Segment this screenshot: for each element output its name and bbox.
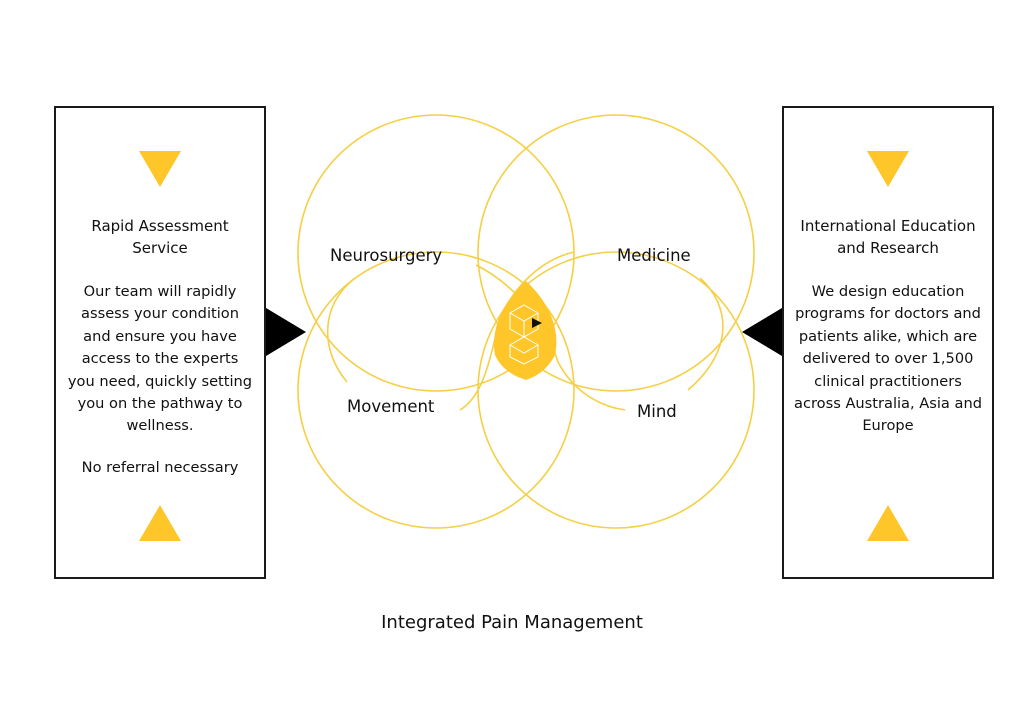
triangle-down-icon [139, 151, 181, 187]
triangle-up-icon [867, 505, 909, 541]
center-lens-shape [494, 281, 557, 380]
panel-description: Our team will rapidly assess your condit… [67, 283, 253, 435]
triangle-down-icon [867, 151, 909, 187]
logo-pointer-icon [532, 318, 542, 328]
left-pointer-triangle-icon [266, 308, 306, 356]
medicine-circle [477, 114, 755, 392]
logo-mark-icon [509, 304, 539, 365]
rapid-assessment-panel: Rapid Assessment Service Our team will r… [54, 106, 266, 579]
label-mind: Mind [637, 402, 677, 421]
diagram-caption: Integrated Pain Management [381, 612, 643, 633]
label-neurosurgery: Neurosurgery [330, 246, 442, 265]
panel-title: Rapid Assessment Service [91, 217, 229, 257]
right-pointer-triangle-icon [742, 308, 782, 356]
panel-title: International Education and Research [800, 217, 976, 257]
label-medicine: Medicine [617, 246, 691, 265]
referral-note: No referral necessary [81, 459, 239, 476]
education-research-panel: International Education and Research We … [782, 106, 994, 579]
triangle-up-icon [139, 505, 181, 541]
label-movement: Movement [347, 397, 435, 416]
movement-circle [297, 251, 575, 529]
panel-description: We design education programs for doctors… [794, 283, 982, 435]
neurosurgery-circle [297, 114, 575, 392]
